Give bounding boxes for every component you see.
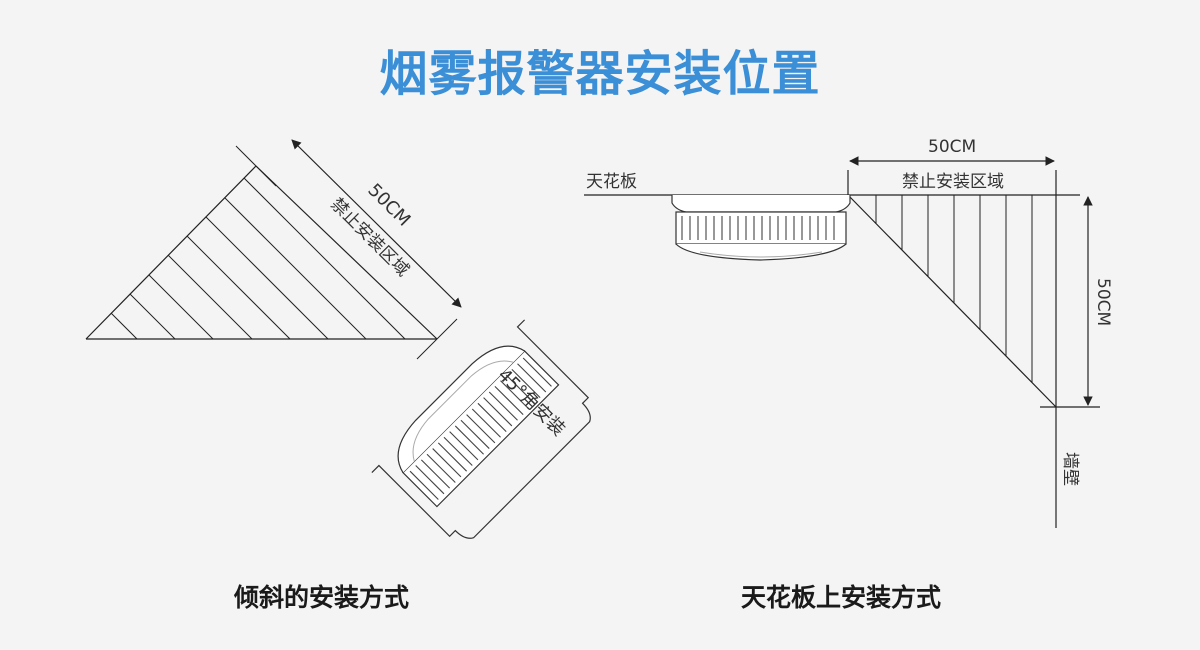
- left-dimension-line: [291, 139, 462, 308]
- left-caption: 倾斜的安装方式: [234, 583, 410, 612]
- right-dimension-horizontal-label: 50CM: [928, 137, 976, 157]
- left-forbidden-zone: [85, 145, 458, 360]
- left-hatching: [110, 177, 406, 340]
- left-smoke-detector: [371, 319, 591, 539]
- wall-label: 墙壁: [1060, 452, 1080, 486]
- page-title: 烟雾报警器安装位置: [379, 46, 821, 102]
- right-dimension-vertical-label: 50CM: [1093, 278, 1113, 326]
- right-hatching: [875, 195, 1033, 383]
- right-smoke-detector: [671, 195, 851, 261]
- right-zone-label: 禁止安装区域: [902, 172, 1004, 192]
- left-diagram: 50CM 禁止安装区域: [85, 139, 591, 539]
- right-diagram: 天花板 墙壁 50CM 禁止安装区域 50CM: [584, 137, 1113, 528]
- ceiling-label: 天花板: [586, 172, 637, 192]
- left-dimension-label: 50CM: [363, 180, 414, 231]
- right-forbidden-zone: [847, 170, 1100, 408]
- right-caption: 天花板上安装方式: [741, 583, 942, 612]
